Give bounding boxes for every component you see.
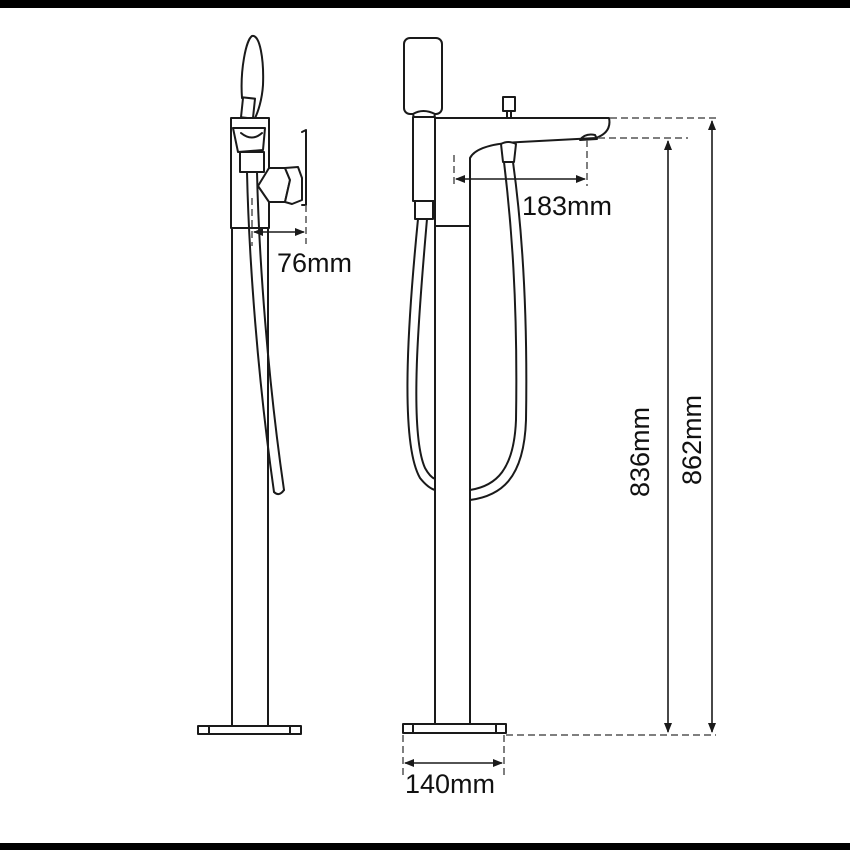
- hose-connector: [500, 141, 517, 163]
- dimension-label-836mm: 836mm: [625, 406, 655, 497]
- top-border-bar: [0, 0, 850, 8]
- side-shower-neck: [239, 96, 257, 120]
- front-spout: [434, 117, 611, 227]
- dimension-label-140mm: 140mm: [405, 769, 496, 799]
- front-shower-head: [403, 37, 443, 115]
- side-hose: [246, 171, 275, 493]
- side-view: [197, 35, 307, 735]
- front-shower-handle: [412, 116, 436, 202]
- dimension-label-862mm: 862mm: [677, 394, 707, 485]
- bottom-border-bar: [0, 843, 850, 850]
- dimension-label-76mm: 76mm: [277, 248, 353, 278]
- side-base-plate: [197, 725, 302, 735]
- side-shower-head: [240, 35, 265, 119]
- diverter-button: [502, 96, 516, 112]
- front-base-plate: [402, 723, 507, 734]
- front-view: [402, 37, 718, 775]
- front-hose: [406, 218, 436, 491]
- dimension-label-183mm: 183mm: [522, 191, 613, 221]
